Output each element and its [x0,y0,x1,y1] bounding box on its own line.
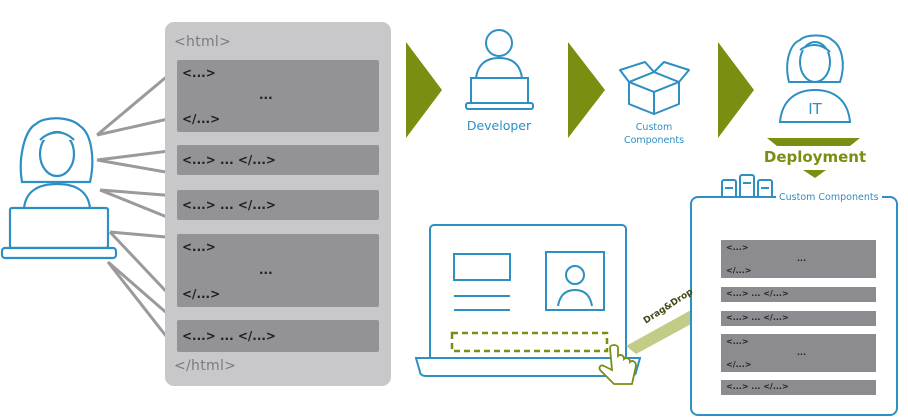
it-label: IT [808,100,822,118]
item-inline-tag: <...> ... </...> [726,382,789,391]
deployment-label: Deployment [763,148,867,166]
hand-cursor-icon [598,344,637,385]
box-icon [619,61,690,115]
component-library-title: Custom Components [776,192,882,203]
item-ellipsis: ... [797,254,807,263]
flow-arrows [406,42,754,138]
block-inline-tag: <...> ... </...> [182,153,276,167]
item-inline-tag: <...> ... </...> [726,289,789,298]
html-close-tag: </html> [174,358,237,374]
custom-components-label-line1: Custom [635,122,673,133]
library-item-3[interactable]: <...> ... </...> [721,311,876,326]
library-item-1[interactable]: <...> ... </...> [721,240,876,278]
html-block-5: <...> ... </...> [177,320,379,352]
item-inline-tag: <...> ... </...> [726,313,789,322]
it-person-icon [778,34,852,123]
block-open-tag: <...> [182,66,216,80]
item-open-tag: <...> [726,243,749,252]
block-close-tag: </...> [182,112,221,126]
item-ellipsis: ... [797,348,807,357]
block-inline-tag: <...> ... </...> [182,329,276,343]
item-close-tag: </...> [726,360,752,369]
block-close-tag: </...> [182,287,221,301]
html-open-tag: <html> [174,34,232,50]
page-layout [453,251,605,311]
drop-zone[interactable] [450,331,609,353]
block-ellipsis: ... [259,263,273,277]
library-item-2[interactable]: <...> ... </...> [721,287,876,302]
deployment-arrow [767,138,860,178]
laptop-page-icon [414,224,642,377]
html-block-1: <...> ... </...> [177,60,379,132]
item-open-tag: <...> [726,337,749,346]
developer-label: Developer [466,118,532,133]
developer-icon [465,29,534,110]
block-ellipsis: ... [259,88,273,102]
user-laptop-icon [0,117,118,260]
block-open-tag: <...> [182,240,216,254]
custom-components-label-line2: Components [623,135,685,146]
html-block-4: <...> ... </...> [177,234,379,307]
library-item-4[interactable]: <...> ... </...> [721,334,876,372]
block-inline-tag: <...> ... </...> [182,198,276,212]
library-item-5[interactable]: <...> ... </...> [721,380,876,395]
component-library-panel [690,196,898,416]
html-block-2: <...> ... </...> [177,145,379,175]
html-block-3: <...> ... </...> [177,190,379,220]
item-close-tag: </...> [726,266,752,275]
